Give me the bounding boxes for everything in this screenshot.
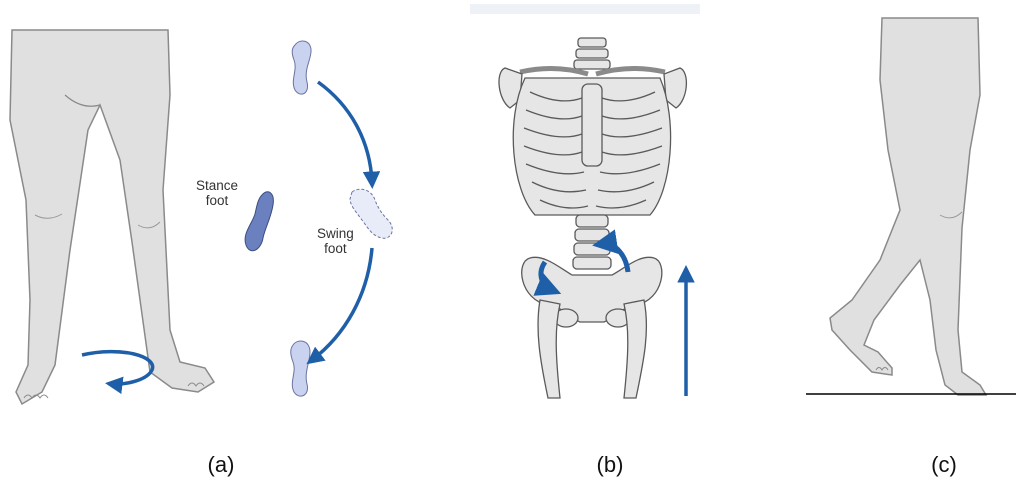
sternum: [582, 84, 602, 166]
lumbar-vertebra: [573, 257, 611, 269]
standing-legs: [10, 30, 214, 404]
right-femur: [624, 300, 646, 398]
stance-foot-label-line2: foot: [196, 193, 238, 208]
right-clavicle: [596, 68, 665, 74]
panel-c-caption: (c): [931, 452, 957, 478]
stance-foot-label: Stance foot: [196, 178, 238, 208]
cervical-vertebra: [578, 38, 606, 47]
lumbar-vertebra: [575, 229, 609, 241]
swing-arrow-upper: [318, 82, 372, 182]
left-femur: [538, 300, 560, 398]
stance-foot-print: [245, 192, 273, 251]
swing-arrow-lower: [312, 248, 372, 360]
panel-b-top-shade: [470, 4, 700, 14]
panel-c-illustration: [806, 18, 1016, 395]
swing-foot-label: Swing foot: [317, 226, 354, 256]
skeleton: [499, 38, 686, 398]
swing-foot-mid-print: [350, 189, 392, 238]
panel-a-illustration: [10, 30, 392, 404]
lumbar-vertebra: [576, 215, 608, 227]
panel-b-caption: (b): [597, 452, 624, 478]
left-clavicle: [520, 68, 588, 74]
panel-a-caption: (a): [208, 452, 235, 478]
panel-b-illustration: [470, 4, 700, 398]
swing-foot-label-line2: foot: [317, 241, 354, 256]
swing-foot-label-line1: Swing: [317, 226, 354, 241]
foot-rotation-arrow: [82, 352, 153, 385]
swing-foot-bottom-print: [291, 341, 310, 396]
stance-foot-label-line1: Stance: [196, 178, 238, 193]
cervical-vertebra: [574, 60, 610, 69]
swing-foot-top-print: [292, 41, 311, 94]
walking-legs-outline: [830, 18, 986, 395]
cervical-vertebra: [576, 49, 608, 58]
